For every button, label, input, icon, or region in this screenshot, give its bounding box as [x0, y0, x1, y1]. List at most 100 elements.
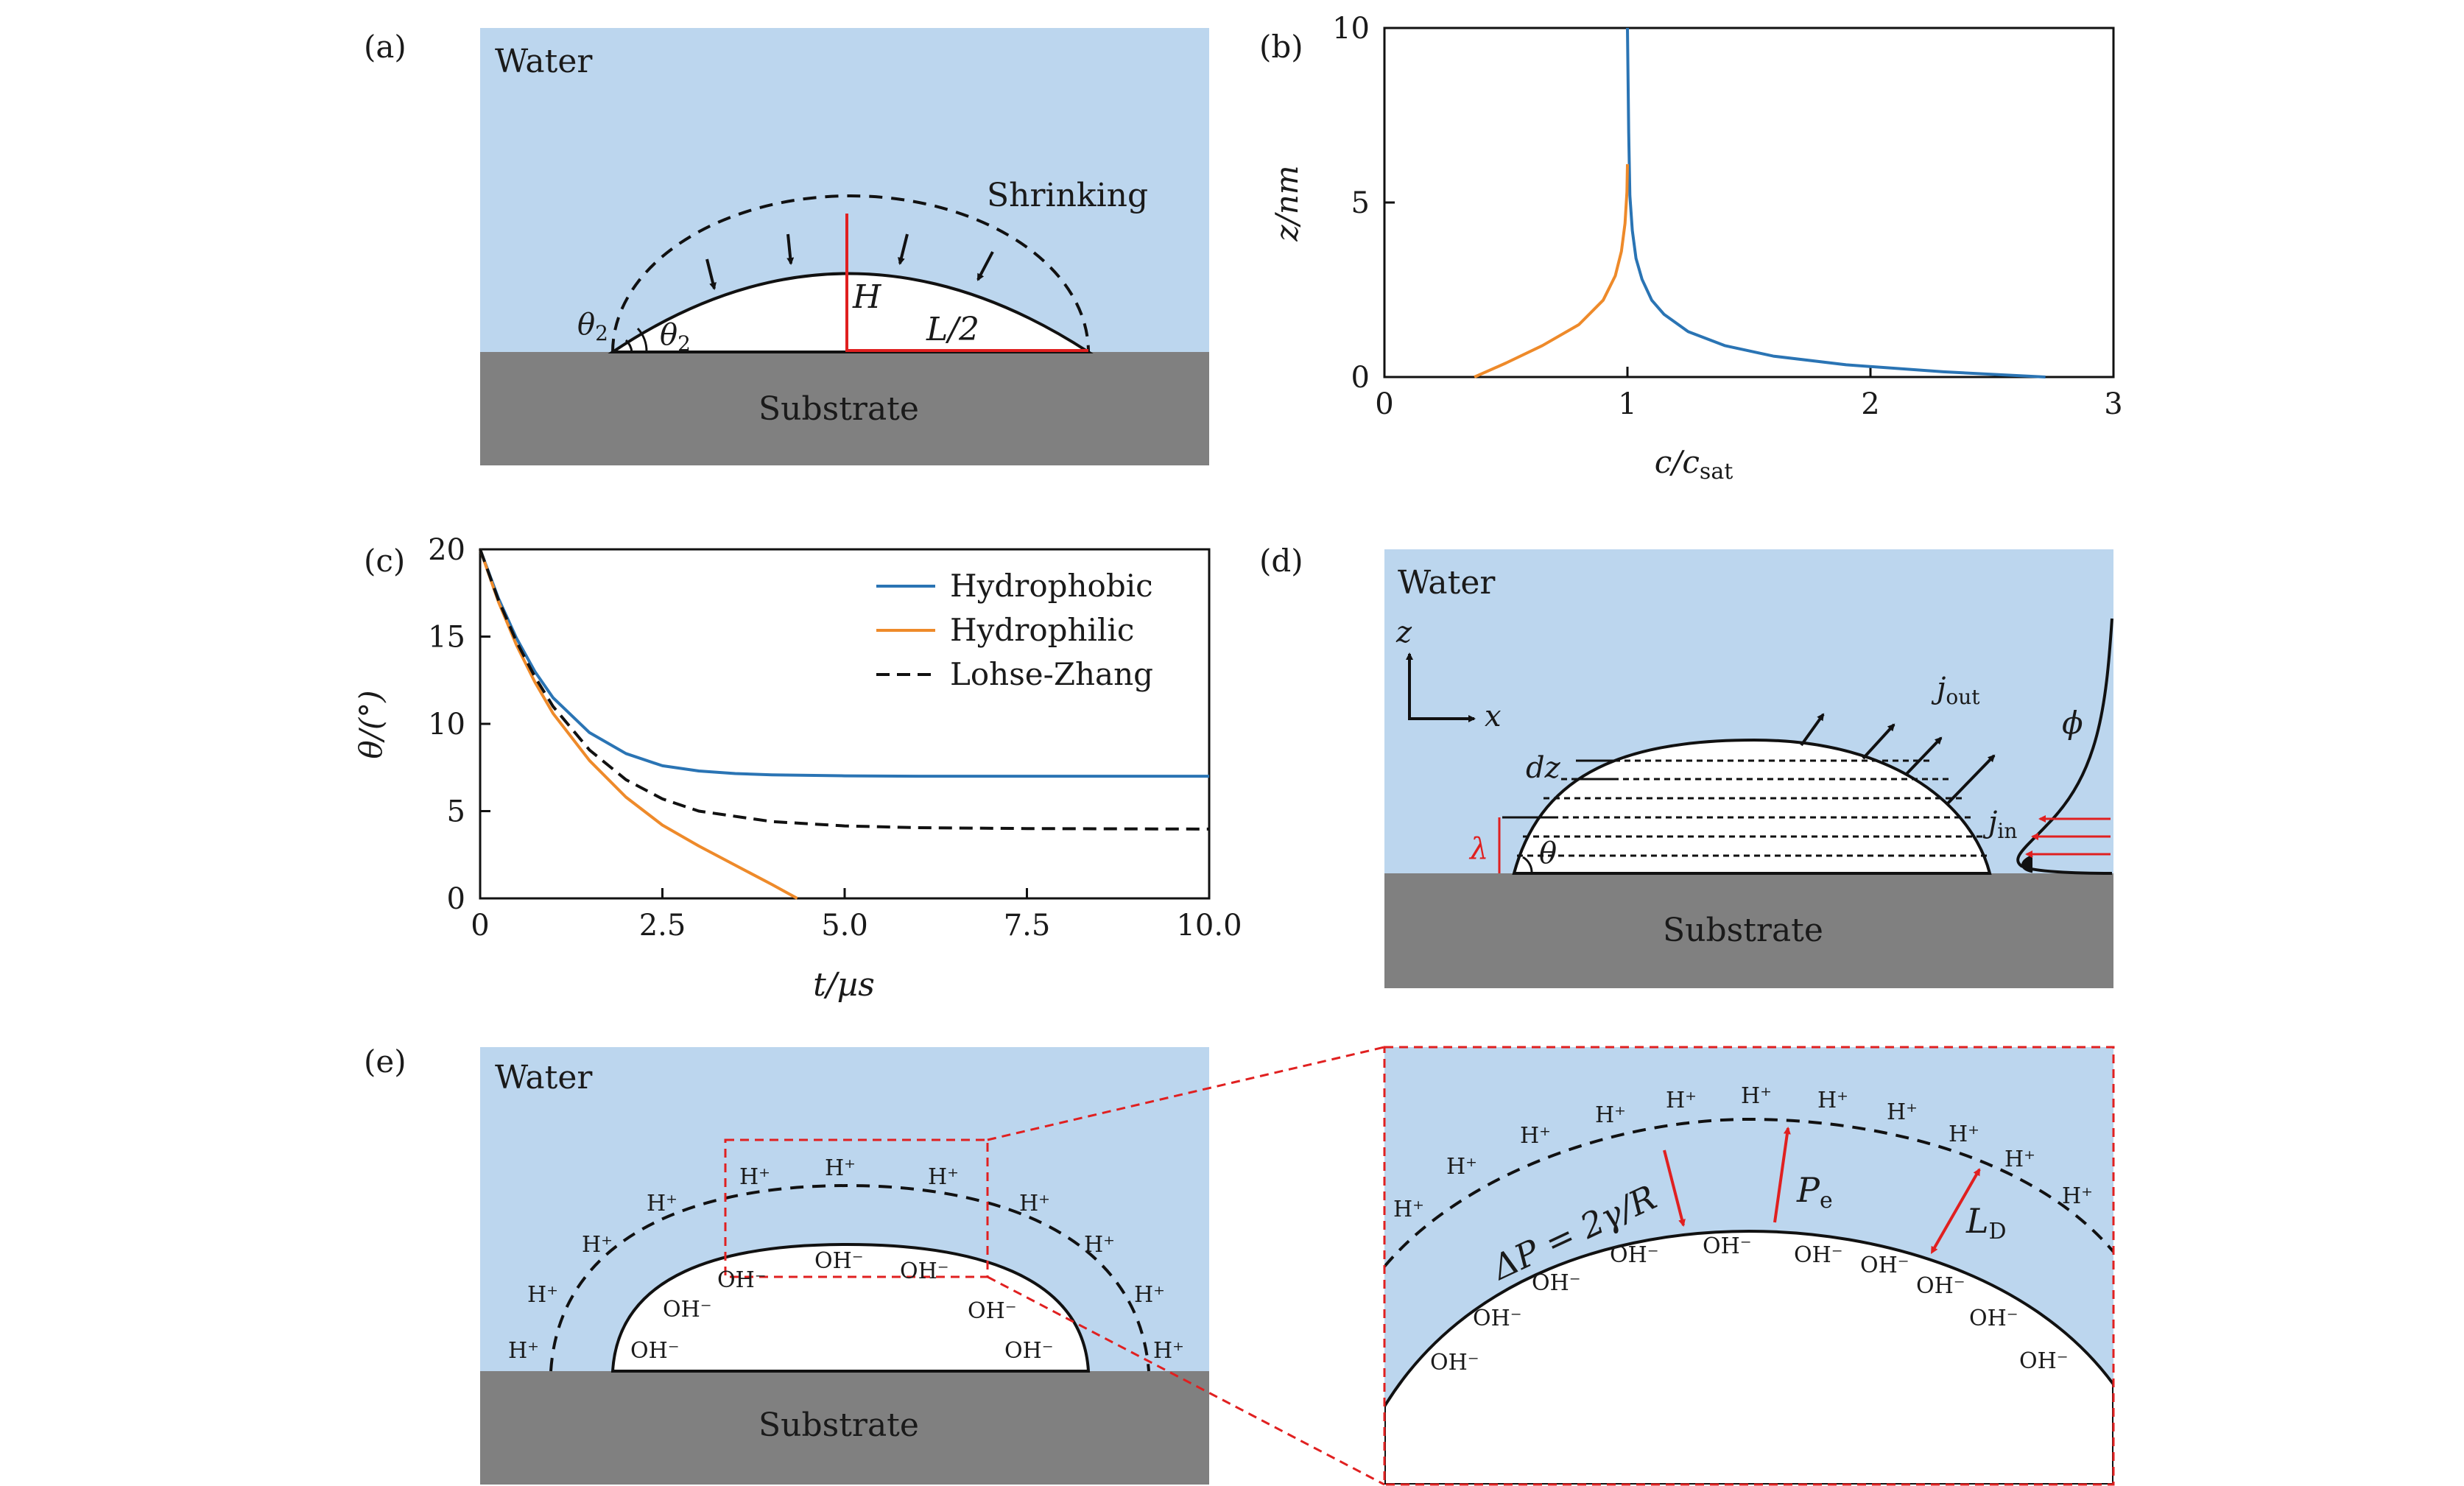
hplus-ion: H⁺: [1134, 1282, 1165, 1308]
zoom-inset: ΔP = 2γ/R Pe LD H⁺ H⁺ H⁺ H⁺ H⁺ H⁺ H⁺ H⁺ …: [1383, 1046, 2115, 1486]
water-label: Water: [1398, 564, 1496, 602]
angle-arc: [636, 327, 648, 353]
theta-label: θ: [1539, 837, 1557, 870]
panel-e-label: (e): [364, 1043, 406, 1080]
shrink-arrow: [705, 258, 717, 290]
shrink-arrow: [976, 251, 994, 281]
zoom-connector: [987, 1275, 1385, 1486]
panel-d: (d): [1259, 543, 2113, 988]
hplus-ion: H⁺: [647, 1191, 677, 1216]
x-axis-label: c/csat: [1655, 444, 1733, 485]
j-out-arrow: [1904, 736, 1943, 776]
panel-c-label: (c): [364, 543, 405, 579]
ohminus-ion: OH⁻: [900, 1258, 949, 1284]
x-tick-label: 0: [1375, 387, 1393, 421]
ohminus-ion: OH⁻: [1860, 1253, 1909, 1278]
hplus-ion: H⁺: [1393, 1197, 1424, 1222]
plot-frame: [1383, 27, 2115, 378]
double-layer-boundary: [1384, 1117, 2113, 1268]
shrink-arrow: [786, 233, 795, 265]
hplus-ion: H⁺: [1666, 1088, 1697, 1113]
substrate-region: [1384, 873, 2113, 988]
j-out-arrow: [1946, 754, 1996, 806]
series-line: [1626, 27, 2046, 378]
theta-label: θ2: [660, 318, 691, 356]
y-tick-label: 5: [447, 795, 465, 829]
ld-label: LD: [1965, 1201, 2007, 1244]
substrate-label: Substrate: [1663, 912, 1823, 949]
hplus-labels: H⁺ H⁺ H⁺ H⁺ H⁺ H⁺ H⁺ H⁺ H⁺ H⁺ H⁺: [508, 1155, 1184, 1364]
laplace-pressure-arrow: [1663, 1149, 1686, 1227]
substrate-label: Substrate: [758, 1406, 919, 1444]
series-line: [479, 549, 798, 900]
bubble: [608, 272, 1094, 353]
hplus-ion: H⁺: [1446, 1154, 1477, 1180]
y-tick-label: 10: [428, 708, 465, 742]
hplus-ion: H⁺: [1949, 1121, 1979, 1147]
theta-label: θ2: [577, 308, 608, 345]
ohminus-ion: OH⁻: [968, 1298, 1017, 1324]
hplus-ion: H⁺: [527, 1282, 558, 1308]
series-line: [479, 549, 1210, 831]
substrate-region: [480, 1371, 1209, 1485]
hplus-ion: H⁺: [2062, 1183, 2093, 1209]
x-tick-label: 1: [1618, 387, 1636, 421]
y-tick-label: 0: [1351, 361, 1370, 395]
bubble-surface: [1384, 1229, 2113, 1485]
ohminus-ion: OH⁻: [1532, 1270, 1581, 1296]
hplus-ion: H⁺: [1520, 1123, 1551, 1149]
dz-label: dz: [1526, 751, 1561, 785]
hplus-ion: H⁺: [739, 1164, 770, 1190]
hplus-labels: H⁺ H⁺ H⁺ H⁺ H⁺ H⁺ H⁺ H⁺ H⁺ H⁺ H⁺: [1393, 1083, 2093, 1222]
panel-b-label: (b): [1259, 29, 1303, 65]
ohminus-ion: OH⁻: [2019, 1348, 2069, 1374]
pe-label: Pe: [1796, 1170, 1833, 1214]
y-tick-label: 15: [428, 621, 465, 655]
series-line: [479, 549, 1209, 778]
double-layer-boundary: [549, 1183, 1150, 1372]
hplus-ion: H⁺: [1153, 1338, 1184, 1364]
ohminus-ion: OH⁻: [1703, 1233, 1752, 1259]
ohminus-ion: OH⁻: [1916, 1273, 1965, 1299]
hplus-ion: H⁺: [582, 1232, 613, 1258]
ohminus-labels: OH⁻ OH⁻ OH⁻ OH⁻ OH⁻ OH⁻ OH⁻ OH⁻ OH⁻ OH⁻: [1430, 1233, 2069, 1376]
inset-frame: [1383, 1046, 2115, 1486]
legend-label: Hydrophobic: [950, 568, 1153, 604]
z-label: z: [1395, 616, 1412, 649]
water-label: Water: [495, 1059, 593, 1096]
ohminus-ion: OH⁻: [1794, 1242, 1843, 1268]
substrate-label: Substrate: [758, 390, 919, 428]
electrostatic-pressure-arrow: [1773, 1127, 1791, 1223]
ohminus-ion: OH⁻: [1969, 1306, 2018, 1331]
x-axis-label: t/µs: [813, 966, 875, 1004]
height-label: H: [852, 278, 882, 316]
hplus-ion: H⁺: [1595, 1102, 1626, 1128]
ohminus-ion: OH⁻: [1430, 1350, 1479, 1376]
lambda-label: λ: [1468, 832, 1488, 866]
ohminus-ion: OH⁻: [1610, 1242, 1659, 1268]
legend-label: Hydrophilic: [950, 612, 1134, 648]
legend-label: Lohse-Zhang: [950, 656, 1153, 692]
substrate-region: [480, 352, 1209, 465]
x-tick-label: 0: [471, 909, 489, 943]
angle-arc: [624, 339, 633, 353]
hplus-ion: H⁺: [825, 1155, 856, 1181]
panel-d-label: (d): [1259, 543, 1303, 579]
ohminus-labels: OH⁻ OH⁻ OH⁻ OH⁻ OH⁻ OH⁻ OH⁻: [630, 1248, 1054, 1364]
shrinking-label: Shrinking: [987, 177, 1148, 214]
y-tick-label: 10: [1332, 12, 1370, 46]
original-bubble-outline: [611, 194, 1090, 353]
ohminus-ion: OH⁻: [814, 1248, 864, 1274]
panel-e: (e) Water Substrate H⁺ H⁺ H⁺ H⁺ H⁺ H⁺ H⁺…: [364, 1043, 1385, 1486]
panel-a-label: (a): [364, 29, 406, 65]
hplus-ion: H⁺: [1084, 1232, 1115, 1258]
hplus-ion: H⁺: [1019, 1191, 1050, 1216]
ohminus-ion: OH⁻: [663, 1297, 712, 1323]
water-label: Water: [495, 43, 593, 80]
hplus-ion: H⁺: [2004, 1147, 2035, 1172]
angle-arc: [1522, 856, 1533, 874]
